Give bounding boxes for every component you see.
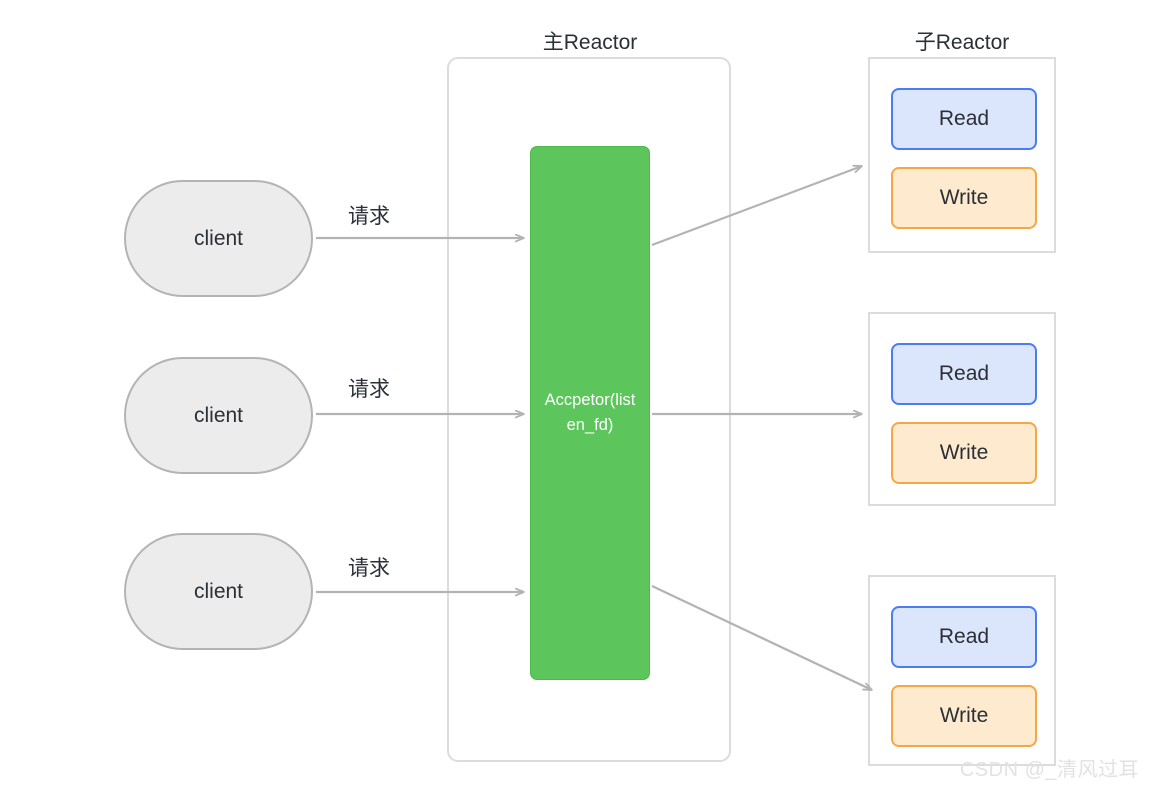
sub-reactor-title: 子Reactor bbox=[914, 31, 1010, 54]
sub-reactor-container-2: Read Write bbox=[868, 312, 1056, 506]
read-label-3: Read bbox=[938, 625, 990, 648]
client-node-1[interactable]: client bbox=[124, 180, 313, 297]
write-label-1: Write bbox=[939, 186, 989, 209]
csdn-watermark: CSDN @_清风过耳 bbox=[959, 759, 1139, 781]
main-reactor-title: 主Reactor bbox=[542, 31, 638, 54]
client-node-2[interactable]: client bbox=[124, 357, 313, 474]
write-node-2[interactable]: Write bbox=[891, 422, 1037, 484]
write-node-3[interactable]: Write bbox=[891, 685, 1037, 747]
read-node-3[interactable]: Read bbox=[891, 606, 1037, 668]
sub-reactor-container-1: Read Write bbox=[868, 57, 1056, 253]
write-node-1[interactable]: Write bbox=[891, 167, 1037, 229]
acceptor-node[interactable]: Accpetor(listen_fd) bbox=[530, 146, 650, 680]
sub-reactor-container-3: Read Write bbox=[868, 575, 1056, 766]
request-arrow-label-2: 请求 bbox=[348, 378, 390, 401]
acceptor-label: Accpetor(listen_fd) bbox=[544, 391, 636, 434]
client-label-1: client bbox=[193, 226, 244, 250]
client-label-2: client bbox=[193, 403, 244, 427]
read-label-1: Read bbox=[938, 107, 990, 130]
read-node-2[interactable]: Read bbox=[891, 343, 1037, 405]
read-label-2: Read bbox=[938, 362, 990, 385]
write-label-2: Write bbox=[939, 441, 989, 464]
client-label-3: client bbox=[193, 579, 244, 603]
request-arrow-label-3: 请求 bbox=[348, 557, 390, 580]
request-arrow-label-1: 请求 bbox=[348, 205, 390, 228]
client-node-3[interactable]: client bbox=[124, 533, 313, 650]
write-label-3: Write bbox=[939, 704, 989, 727]
read-node-1[interactable]: Read bbox=[891, 88, 1037, 150]
main-reactor-container bbox=[447, 57, 731, 762]
